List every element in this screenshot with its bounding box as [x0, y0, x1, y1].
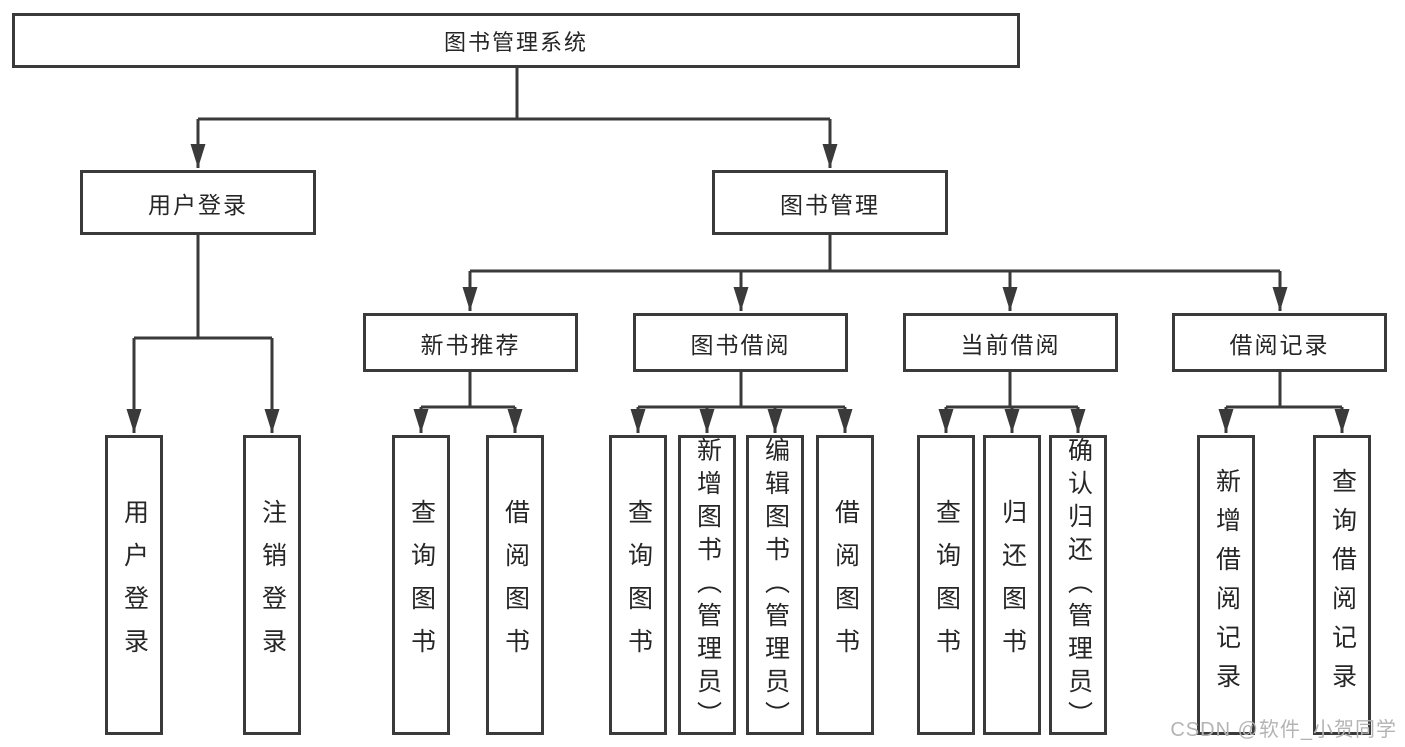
node-label: 借阅记录 [1229, 331, 1330, 358]
leaf-add-books-admin: 新增图书（管理员） [678, 435, 736, 735]
node-book-borrow: 图书借阅 [633, 313, 848, 372]
leaf-label: 查询图书 [624, 499, 653, 671]
leaf-label: 编辑图书（管理员） [761, 436, 790, 734]
leaf-label: 借阅图书 [501, 499, 530, 671]
leaf-user-login: 用户登录 [105, 435, 163, 735]
leaf-label: 查询图书 [407, 499, 436, 671]
csdn-watermark: CSDN @软件_小贺同学 [1170, 719, 1397, 741]
leaf-borrow-books-2: 借阅图书 [816, 435, 874, 735]
leaf-borrow-books-1: 借阅图书 [486, 435, 544, 735]
leaf-add-borrow-record: 新增借阅记录 [1197, 435, 1255, 735]
node-label: 图书借阅 [690, 331, 791, 358]
connector-new-books-to-leaves [413, 372, 523, 433]
leaf-label: 新增借阅记录 [1212, 468, 1241, 702]
leaf-label: 确认归还（管理员） [1064, 436, 1093, 734]
leaf-query-borrow-record: 查询借阅记录 [1313, 435, 1371, 735]
node-label: 当前借阅 [960, 331, 1061, 358]
leaf-logout: 注销登录 [243, 435, 301, 735]
node-user-login: 用户登录 [80, 170, 316, 235]
leaf-label: 归还图书 [998, 499, 1027, 671]
leaf-query-books-1: 查询图书 [392, 435, 450, 735]
node-current-borrow: 当前借阅 [903, 313, 1118, 372]
leaf-edit-books-admin: 编辑图书（管理员） [746, 435, 804, 735]
connector-borrow-records-to-leaves [1218, 372, 1350, 433]
connector-root-to-level2 [190, 68, 838, 168]
leaf-query-books-2: 查询图书 [609, 435, 667, 735]
connector-user-login-to-leaves [126, 235, 280, 433]
node-label: 用户登录 [148, 191, 248, 218]
connector-book-borrow-to-leaves [630, 372, 853, 433]
leaf-label: 新增图书（管理员） [693, 436, 722, 734]
leaf-label: 查询借阅记录 [1328, 468, 1357, 702]
node-root-book-management-system: 图书管理系统 [12, 13, 1020, 68]
leaf-query-books-3: 查询图书 [917, 435, 975, 735]
node-label: 图书管理 [780, 191, 880, 218]
leaf-return-books: 归还图书 [983, 435, 1041, 735]
connector-current-borrow-to-leaves [938, 372, 1086, 433]
node-new-book-recommend: 新书推荐 [363, 313, 578, 372]
node-label: 图书管理系统 [443, 29, 588, 55]
leaf-label: 借阅图书 [831, 499, 860, 671]
node-borrow-records: 借阅记录 [1172, 313, 1387, 372]
leaf-label: 查询图书 [932, 499, 961, 671]
node-label: 新书推荐 [420, 331, 521, 358]
connector-book-mgmt-to-level3 [462, 235, 1288, 311]
node-book-management: 图书管理 [712, 170, 948, 235]
leaf-label: 注销登录 [258, 499, 287, 671]
leaf-label: 用户登录 [120, 499, 149, 671]
leaf-confirm-return-admin: 确认归还（管理员） [1049, 435, 1107, 735]
